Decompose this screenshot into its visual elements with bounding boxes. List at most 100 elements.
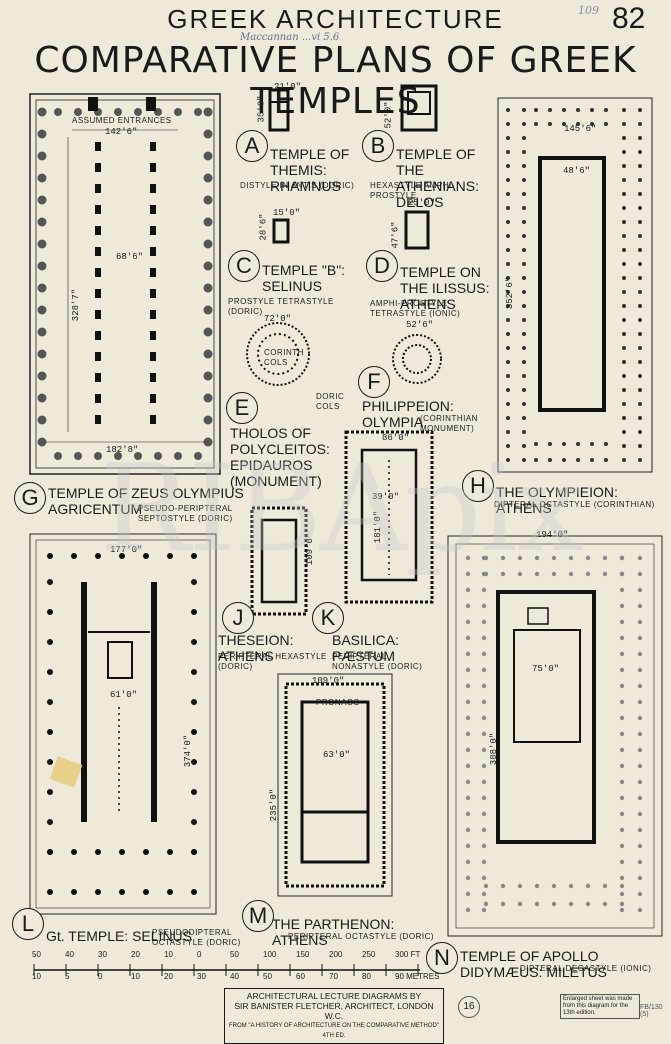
column-dot bbox=[483, 883, 489, 889]
column-dot bbox=[465, 651, 471, 657]
plan-a-type: DISTYLE IN ANTIS (DORIC) bbox=[240, 181, 355, 190]
column-dot bbox=[191, 669, 197, 675]
column-dot bbox=[47, 639, 53, 645]
column-dot bbox=[585, 883, 591, 889]
plan-g-dim-width: 142'6" bbox=[105, 127, 138, 137]
column-dot bbox=[191, 889, 197, 895]
credit-line-3: FROM "A HISTORY OF ARCHITECTURE ON THE C… bbox=[229, 1023, 439, 1039]
column-dot bbox=[465, 811, 471, 817]
column-dot bbox=[622, 430, 626, 434]
scale-label: 50 bbox=[263, 972, 272, 981]
column-dot bbox=[534, 458, 538, 462]
scale-label: 80 bbox=[362, 972, 371, 981]
plan-b-drawing bbox=[400, 84, 438, 132]
plan-h-dim-length: 352'6" bbox=[505, 276, 516, 310]
column-dot bbox=[74, 452, 82, 460]
column-dot bbox=[47, 759, 53, 765]
column-dot bbox=[619, 715, 625, 721]
column-dot bbox=[483, 901, 489, 907]
column-dot bbox=[638, 458, 642, 462]
column-dot bbox=[622, 346, 626, 350]
column-dot bbox=[548, 442, 552, 446]
column-dot bbox=[37, 173, 47, 183]
column-dot bbox=[47, 669, 53, 675]
column-dot bbox=[622, 276, 626, 280]
plan-l-name: Gt. TEMPLE: SELINUS bbox=[46, 928, 193, 944]
column-dot bbox=[481, 715, 487, 721]
column-dot bbox=[522, 276, 526, 280]
column-dot bbox=[622, 444, 626, 448]
column-dot bbox=[465, 891, 471, 897]
column-dot bbox=[522, 360, 526, 364]
plan-e-letter: E bbox=[226, 392, 258, 424]
archive-stamp: Enlarged sheet was made from this diagra… bbox=[560, 994, 640, 1019]
column-dot bbox=[590, 458, 594, 462]
column-dot bbox=[37, 349, 47, 359]
scale-label: 300 FT bbox=[395, 950, 421, 959]
column-dot bbox=[638, 206, 642, 210]
column-dot bbox=[602, 571, 608, 577]
column-dot bbox=[481, 635, 487, 641]
column-dot bbox=[568, 901, 574, 907]
catalogue-ref: FB/130 (5) bbox=[640, 1004, 663, 1018]
column-dot bbox=[203, 437, 213, 447]
plan-h-dim-width: 145'6" bbox=[564, 124, 597, 134]
column-dot bbox=[622, 234, 626, 238]
column-dot bbox=[506, 234, 510, 238]
plan-f-drawing bbox=[392, 334, 442, 384]
plan-g-name: TEMPLE OF ZEUS OLYMPIUS AGRICENTUM bbox=[48, 485, 244, 517]
column-dot bbox=[506, 416, 510, 420]
column-dot bbox=[465, 875, 471, 881]
column-dot bbox=[522, 374, 526, 378]
plan-m-type: PERIPTERAL OCTASTYLE (DORIC) bbox=[288, 932, 435, 941]
scale-label: 90 METRES bbox=[395, 972, 440, 981]
column-dot bbox=[619, 603, 625, 609]
column-dot bbox=[47, 789, 53, 795]
column-dot bbox=[637, 795, 643, 801]
column-dot bbox=[638, 416, 642, 420]
column-dot bbox=[534, 442, 538, 446]
column-dot bbox=[619, 555, 625, 561]
column-dot bbox=[619, 907, 625, 913]
plan-e-note-doric: DORIC COLS bbox=[316, 392, 345, 411]
column-dot bbox=[203, 217, 213, 227]
pencil-corner-note: 109 bbox=[578, 4, 599, 17]
column-dot bbox=[602, 555, 608, 561]
column-dot bbox=[638, 430, 642, 434]
column-dot bbox=[71, 849, 77, 855]
column-dot bbox=[481, 763, 487, 769]
plan-b-name: TEMPLE OF THE ATHENIANS: DELOS bbox=[396, 146, 479, 210]
plan-j-letter: J bbox=[222, 602, 254, 634]
column-dot bbox=[191, 579, 197, 585]
column-dot bbox=[167, 889, 173, 895]
column-dot bbox=[37, 305, 47, 315]
plan-k-drawing bbox=[344, 430, 434, 604]
column-dot bbox=[203, 195, 213, 205]
column-dot bbox=[54, 452, 62, 460]
column-dot bbox=[568, 571, 574, 577]
column-dot bbox=[203, 129, 213, 139]
column-dot bbox=[562, 458, 566, 462]
column-dot bbox=[481, 667, 487, 673]
credit-line-2: SIR BANISTER FLETCHER, ARCHITECT, LONDON… bbox=[234, 1001, 434, 1021]
plan-b-type: HEXASTYLE AMPHI-PROSTYLE bbox=[370, 181, 455, 200]
column-dot bbox=[506, 220, 510, 224]
column-dot bbox=[637, 907, 643, 913]
column-dot bbox=[638, 318, 642, 322]
column-dot bbox=[506, 136, 510, 140]
column-dot bbox=[562, 122, 566, 126]
column-dot bbox=[551, 555, 557, 561]
column-dot bbox=[37, 217, 47, 227]
scale-label: 70 bbox=[329, 972, 338, 981]
column-dot bbox=[576, 108, 580, 112]
column-dot bbox=[119, 553, 125, 559]
plan-k-dim-width: 86'0" bbox=[382, 433, 410, 443]
column-dot bbox=[522, 206, 526, 210]
column-dot bbox=[37, 151, 47, 161]
pencil-note: Maccannan ...vi 5.6 bbox=[240, 32, 340, 43]
plan-c-drawing bbox=[272, 218, 290, 244]
plan-m-dim-length: 235'0" bbox=[269, 788, 280, 822]
plan-c-dim-length: 28'6" bbox=[258, 213, 269, 241]
column-dot bbox=[638, 108, 642, 112]
